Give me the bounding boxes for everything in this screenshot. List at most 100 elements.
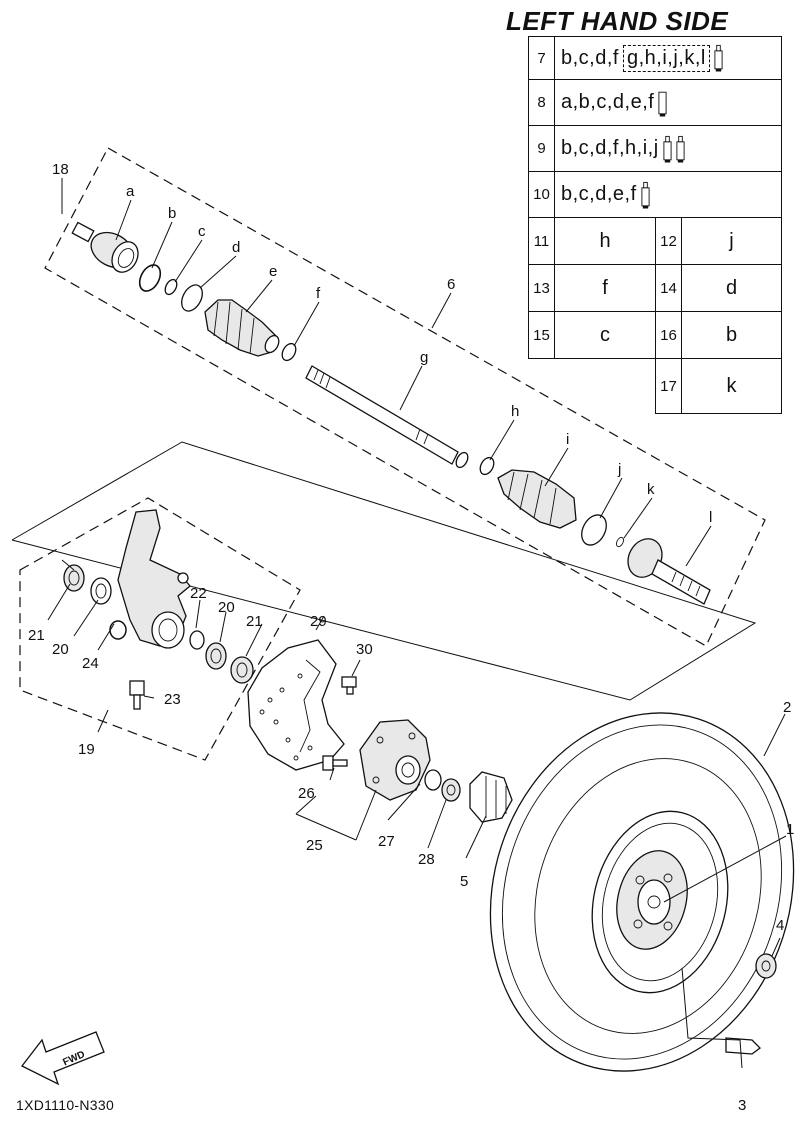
fwd-arrow: FWD <box>21 1031 105 1086</box>
legend-cell-val: f <box>602 276 608 299</box>
bearing-20b <box>205 642 227 670</box>
callout-2: 2 <box>783 699 791 716</box>
legend-cell-17: 17 k <box>655 358 782 414</box>
shaft-assembly-outline <box>44 147 766 647</box>
callout-25: 25 <box>306 837 323 854</box>
ball-joint-23 <box>129 680 145 710</box>
legend-row-num: 8 <box>529 80 555 125</box>
legend-letters: b,c,d,e,f <box>561 183 637 205</box>
legend-row-letters: a,b,c,d,e,f <box>555 88 667 118</box>
callout-29: 29 <box>310 613 327 630</box>
legend-cell-12: 12 j <box>655 217 782 265</box>
callout-b: b <box>168 205 176 222</box>
drive-shaft <box>305 365 469 469</box>
boot-inner <box>497 469 577 529</box>
callout-26: 26 <box>298 785 315 802</box>
legend-row-num: 7 <box>529 37 555 79</box>
grease-tube-icon <box>641 181 650 208</box>
callout-i: i <box>566 431 569 448</box>
legend-row-letters: b,c,d,f g,h,i,j,k,l <box>555 43 723 73</box>
boot-band-inner <box>581 514 607 546</box>
callout-6: 6 <box>447 276 455 293</box>
legend-cell-14: 14 d <box>655 264 782 312</box>
valve-stem-3 <box>725 1037 761 1055</box>
legend-row-9: 9 b,c,d,f,h,i,j <box>528 125 782 172</box>
steering-knuckle <box>117 509 191 649</box>
callout-l: l <box>709 509 712 526</box>
callout-3: 3 <box>738 1097 746 1114</box>
callout-27: 27 <box>378 833 395 850</box>
legend-letters: b,c,d,f <box>561 46 619 69</box>
callout-30: 30 <box>356 641 373 658</box>
callout-19: 19 <box>78 741 95 758</box>
bearing-20a <box>90 577 112 605</box>
legend-letters: b,c,d,f,h,i,j <box>561 137 659 159</box>
legend-row-10: 10 b,c,d,e,f <box>528 171 782 218</box>
circlip <box>138 264 162 292</box>
legend-cell-15: 15 c <box>528 311 656 359</box>
legend-cell-num: 14 <box>656 265 682 311</box>
callout-j: j <box>617 461 621 478</box>
brake-disc <box>247 639 345 771</box>
callout-d: d <box>232 239 240 256</box>
bearing-21b <box>230 656 254 684</box>
legend-row-letters: b,c,d,e,f <box>555 180 650 210</box>
wheel-rim <box>591 810 729 994</box>
legend-cell-val: d <box>725 276 738 299</box>
hub-cap-5 <box>469 771 513 823</box>
legend-row-letters: b,c,d,f,h,i,j <box>555 134 685 164</box>
band-h <box>479 456 495 476</box>
circlip-24 <box>109 620 127 640</box>
boot-band-outer <box>181 284 203 312</box>
side-title: LEFT HAND SIDE <box>506 6 729 36</box>
bolt-26 <box>322 755 348 771</box>
clip-k <box>616 536 624 548</box>
grease-tube-icon <box>658 91 667 116</box>
legend-cell-num: 13 <box>529 265 555 311</box>
callout-e: e <box>269 263 277 280</box>
cv-joint-inner <box>627 538 711 605</box>
callout-g: g <box>420 349 428 366</box>
small-clip <box>164 278 178 296</box>
callout-f: f <box>316 285 321 302</box>
grease-tube-icon <box>714 44 723 72</box>
legend-cell-11: 11 h <box>528 217 656 265</box>
band-small-f <box>281 342 297 362</box>
legend-cell-16: 16 b <box>655 311 782 359</box>
callout-21b: 21 <box>246 613 263 630</box>
callout-18: 18 <box>52 161 69 178</box>
assembly-solid-outline <box>11 441 757 701</box>
callout-1: 1 <box>786 821 794 838</box>
legend-cell-val: b <box>725 323 738 346</box>
washer-27 <box>424 769 442 791</box>
legend-cell-num: 12 <box>656 218 682 264</box>
legend-cell-num: 11 <box>529 218 555 264</box>
callouts: 18 a b c d e f 6 g h i j k l 21 20 24 22… <box>28 161 794 1114</box>
cv-joint-outer <box>71 221 139 273</box>
lug-nut-4 <box>755 953 777 979</box>
legend-cell-val: j <box>729 229 734 252</box>
legend-letters: a,b,c,d,e,f <box>561 91 655 113</box>
legend-cell-val: k <box>726 374 737 397</box>
seal-22 <box>189 630 205 650</box>
legend-row-8: 8 a,b,c,d,e,f <box>528 79 782 126</box>
bolt-30 <box>341 676 357 695</box>
legend-row-7: 7 b,c,d,f g,h,i,j,k,l <box>528 36 782 80</box>
callout-c: c <box>198 223 206 240</box>
callout-4: 4 <box>776 917 784 934</box>
leader-lines <box>47 178 787 1069</box>
legend-row-num: 9 <box>529 126 555 171</box>
legend-row-num: 10 <box>529 172 555 217</box>
wheel-hub <box>359 719 431 801</box>
legend-cell-num: 17 <box>656 359 682 413</box>
nut-28 <box>441 778 461 802</box>
grease-tube-icon <box>663 135 672 162</box>
part-code: 1XD1110-N330 <box>16 1097 115 1113</box>
legend-boxed-letters: g,h,i,j,k,l <box>622 44 710 72</box>
boot-outer <box>204 299 280 357</box>
callout-23: 23 <box>164 691 181 708</box>
legend-cell-val: h <box>599 229 611 252</box>
bearing-21a <box>63 564 85 592</box>
callout-20b: 20 <box>218 599 235 616</box>
